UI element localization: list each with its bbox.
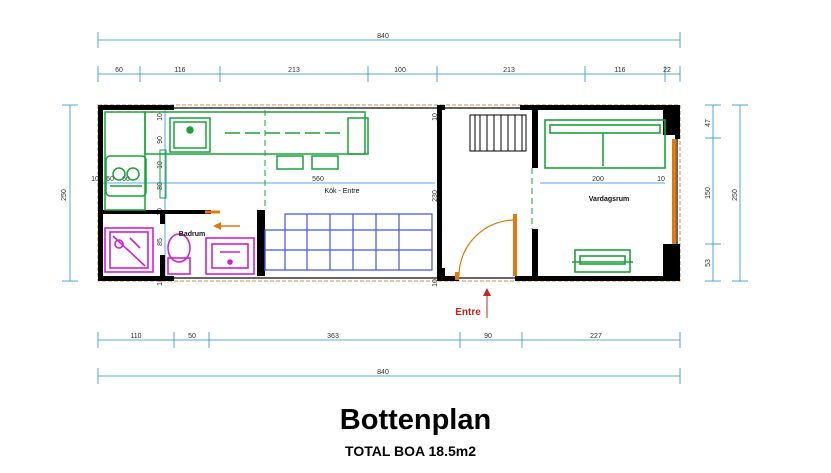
- dim-wall-right: 10: [657, 176, 665, 183]
- entrance-label: Entre: [455, 307, 481, 318]
- bathroom-sink: [205, 237, 255, 275]
- sofa: [544, 119, 666, 169]
- plan-subtitle: TOTAL BOA 18.5m2: [345, 443, 476, 459]
- dim-counter-60: 60: [106, 176, 114, 183]
- dim-right-seg-1: 47: [705, 119, 712, 127]
- dim-bottom-total: 840: [377, 369, 389, 376]
- dimension-labels: 840 60 116 213 100 213 116 22 110 50 363…: [61, 33, 739, 376]
- bathroom-door-arrow: [205, 210, 240, 230]
- dim-top-seg-4: 100: [394, 67, 406, 74]
- dim-bottom-seg-4: 90: [484, 333, 492, 340]
- plan-title: Bottenplan: [339, 404, 492, 436]
- dim-kitchen-length: 560: [312, 176, 324, 183]
- dim-wall-left: 10: [91, 176, 99, 183]
- stool-2: [311, 155, 339, 170]
- dim-stair-height: 230: [432, 190, 439, 202]
- stairs-lower: [264, 213, 433, 271]
- dim-bath-90: 90: [157, 136, 164, 144]
- kitchen-sink: [169, 117, 211, 153]
- dim-top-seg-2: 116: [174, 67, 185, 74]
- stairs-upper: [469, 114, 527, 152]
- kitchen-counter-left: [104, 111, 146, 211]
- dim-right-seg-2: 150: [705, 187, 712, 199]
- dim-top-seg-5: 213: [503, 67, 515, 74]
- dim-bath-85: 85: [157, 238, 164, 246]
- dim-bath-10: 10: [157, 113, 164, 121]
- dim-bath-10-b: 10: [157, 278, 164, 286]
- dim-top-seg-7: 22: [663, 67, 671, 74]
- room-label-kitchen: Kök - Entre: [324, 188, 359, 195]
- dim-top-seg-6: 116: [614, 67, 625, 74]
- dim-top-total: 840: [377, 33, 389, 40]
- stool-1: [276, 155, 304, 170]
- dim-bottom-seg-1: 110: [130, 333, 141, 340]
- dim-bottom-seg-2: 50: [188, 333, 196, 340]
- interior-walls: [103, 105, 675, 281]
- dim-wall-bottom: 10: [432, 279, 439, 287]
- guide-lines: [264, 110, 533, 229]
- dim-wall-top: 10: [432, 113, 439, 121]
- dim-bottom-seg-5: 227: [590, 333, 602, 340]
- living-room-fixtures: [544, 119, 666, 273]
- dim-living-width: 200: [592, 176, 604, 183]
- kitchen-fixtures: [104, 111, 369, 211]
- tv-bench: [574, 249, 631, 273]
- dim-right-seg-3: 53: [705, 259, 712, 267]
- dim-right-total: 250: [732, 189, 739, 201]
- shower: [104, 227, 154, 273]
- dim-top-seg-1: 60: [115, 67, 123, 74]
- entrance-door: [455, 214, 517, 280]
- outer-walls: [97, 104, 681, 282]
- dimension-lines: [62, 32, 748, 384]
- dim-bath-60: 60: [122, 176, 130, 183]
- kitchen-chair: [347, 117, 369, 155]
- stove: [105, 155, 147, 197]
- dim-left-total: 250: [61, 189, 68, 201]
- entrance-marker: Entre: [455, 288, 491, 318]
- room-label-living: Vardagsrum: [589, 196, 629, 203]
- dim-top-seg-3: 213: [288, 67, 300, 74]
- bathroom-fixtures: [104, 227, 255, 275]
- room-label-bathroom: Badrum: [179, 231, 205, 238]
- toilet: [167, 233, 191, 263]
- floor-plan-drawing: 840 60 116 213 100 213 116 22 110 50 363…: [61, 32, 748, 384]
- dim-bottom-seg-3: 363: [327, 333, 339, 340]
- kitchen-counter-top: [144, 111, 366, 155]
